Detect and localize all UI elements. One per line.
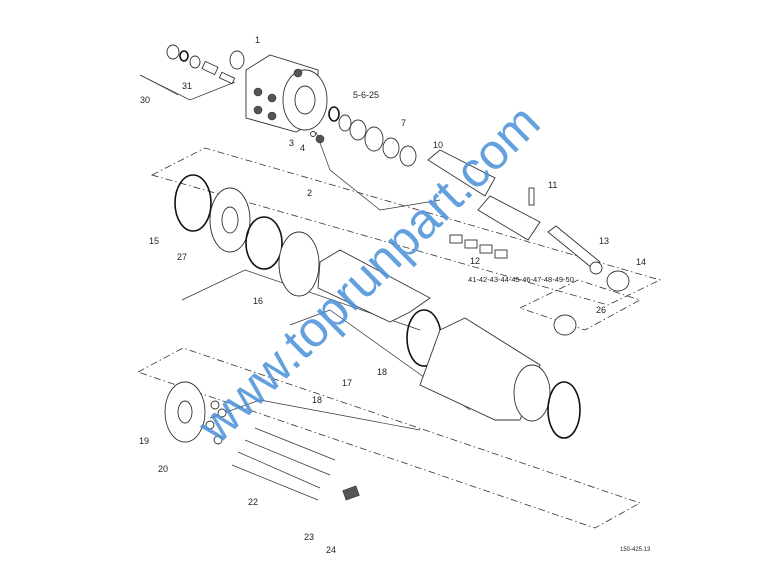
callout-27: 27 — [177, 252, 187, 262]
bolts — [231, 427, 336, 501]
name-plate — [342, 485, 360, 501]
callout-18: 18 — [312, 395, 322, 405]
group-boundary-upper — [150, 147, 662, 306]
callout-12: 12 — [470, 256, 480, 266]
callout-14: 14 — [636, 257, 646, 267]
o-ring — [174, 174, 212, 232]
callout-3: 3 — [289, 138, 294, 148]
callout-19: 19 — [139, 436, 149, 446]
shaft-spline — [589, 261, 603, 275]
ball — [310, 131, 316, 137]
callout-31: 31 — [182, 81, 192, 91]
motor-housing — [245, 54, 328, 133]
wear-plate — [278, 231, 320, 297]
callout-17: 17 — [342, 378, 352, 388]
callout-16: 16 — [253, 296, 263, 306]
drawing-code: 150-425.13 — [620, 547, 651, 553]
drive-shaft — [427, 149, 496, 197]
callout-1: 1 — [255, 35, 260, 45]
callout-5-6-25: 5-6-25 — [353, 90, 379, 100]
group-boundary-lower — [136, 347, 641, 529]
callout-11: 11 — [548, 180, 557, 190]
callout-7: 7 — [401, 118, 406, 128]
pin — [528, 187, 535, 206]
plug — [315, 134, 325, 144]
valve-plate-bore — [221, 206, 239, 234]
o-ring — [245, 216, 283, 270]
gerotor-shaft — [317, 249, 431, 323]
seal-rings — [328, 106, 417, 167]
callout-22: 22 — [248, 497, 258, 507]
callout-10: 10 — [433, 140, 443, 150]
gerotor-face — [513, 364, 551, 422]
callout-30: 30 — [140, 95, 150, 105]
spool-sleeve — [477, 195, 541, 241]
callout-2: 2 — [307, 188, 312, 198]
cardan-shaft — [547, 225, 601, 269]
callout-24: 24 — [326, 545, 336, 555]
callout-26: 26 — [596, 305, 606, 315]
end-cover-bore — [177, 400, 193, 424]
callout-labels: 1 30 31 5-6-25 7 3 4 10 2 11 15 27 12 41… — [139, 35, 651, 555]
end-caps — [553, 270, 630, 336]
callout-4: 4 — [300, 143, 305, 153]
shims — [449, 234, 508, 259]
gerotor-housing — [419, 317, 541, 421]
callout-13: 13 — [599, 236, 609, 246]
seal-ring — [229, 50, 245, 70]
callout-18: 18 — [377, 367, 387, 377]
callout-41-50: 41-42-43-44-45-46-47-48-49-50 — [468, 275, 574, 284]
callout-23: 23 — [304, 532, 314, 542]
washers — [205, 400, 227, 445]
o-ring — [547, 381, 581, 439]
callout-15: 15 — [149, 236, 159, 246]
relief-valve-parts — [166, 44, 236, 85]
callout-20: 20 — [158, 464, 168, 474]
